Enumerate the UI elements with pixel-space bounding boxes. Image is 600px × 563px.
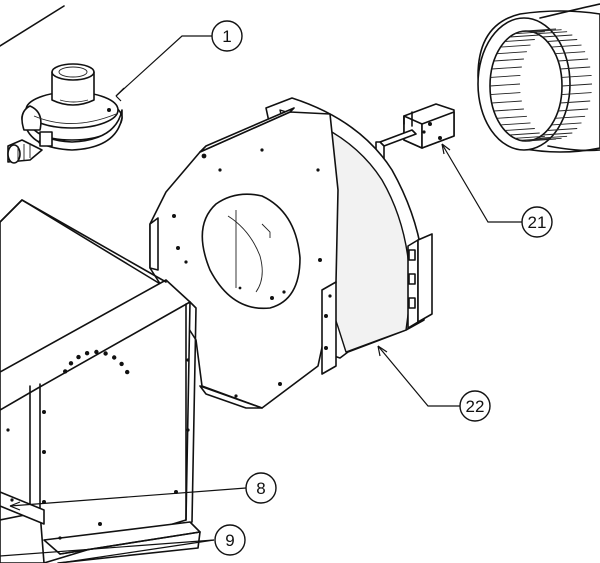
- cabinet-hole-pattern: [62, 349, 130, 375]
- leader-21-arrow: [441, 143, 451, 155]
- blower-vane: [558, 108, 589, 112]
- blower-vane: [547, 39, 578, 42]
- leader-9-lower: [59, 539, 215, 563]
- gas-valve: [7, 63, 123, 164]
- callout-8: 8: [245, 472, 277, 504]
- blower-vane: [514, 31, 545, 35]
- blower-vane: [561, 83, 593, 87]
- blower-vane: [547, 128, 578, 131]
- blower-vane: [493, 108, 524, 112]
- blower-vane: [514, 135, 545, 139]
- blower-vane: [551, 122, 582, 126]
- callout-21-label: 21: [528, 213, 547, 232]
- mounting-bracket: [375, 103, 455, 163]
- blower-vane: [509, 132, 540, 136]
- blower-vane: [525, 138, 557, 142]
- blower-housing: [149, 97, 433, 409]
- cabinet-hole: [125, 369, 130, 375]
- blower-vane: [537, 31, 568, 35]
- cabinet-panel: [0, 199, 201, 563]
- callout-8-label: 8: [256, 479, 265, 498]
- cabinet-hole: [94, 349, 99, 355]
- leader-9-upper: [0, 539, 215, 557]
- cabinet-hole: [84, 351, 90, 356]
- callout-1-label: 1: [222, 27, 231, 46]
- callout-1: 1: [211, 20, 243, 52]
- blower-vane: [560, 66, 591, 70]
- blower-vane: [509, 34, 540, 38]
- blower-vane: [525, 28, 557, 32]
- cabinet-hole: [119, 361, 124, 367]
- frame-edge-line: [0, 5, 65, 47]
- cabinet-hole: [76, 354, 81, 360]
- leader-8-arrow: [9, 501, 21, 511]
- blower-vane: [542, 132, 573, 136]
- blower-vane: [531, 29, 562, 33]
- blower-vane: [504, 39, 535, 42]
- blower-vane: [500, 44, 531, 48]
- leader-21: [441, 143, 522, 223]
- blower-vane: [561, 92, 592, 96]
- blower-vane: [491, 66, 522, 70]
- leader-22: [377, 345, 460, 407]
- cabinet-hole: [103, 351, 108, 356]
- blower-vane: [561, 74, 592, 78]
- blower-vane: [560, 100, 591, 104]
- leader-1-arrow: [115, 87, 125, 102]
- blower-vane: [491, 100, 522, 104]
- callout-9: 9: [214, 524, 246, 556]
- blower-vane: [520, 137, 551, 141]
- callout-22-label: 22: [466, 397, 485, 416]
- blower-wheel-vanes: [489, 28, 593, 142]
- callout-22: 22: [459, 390, 491, 422]
- blower-vane: [489, 83, 521, 87]
- blower-vane: [496, 115, 527, 119]
- cabinet-hole: [62, 369, 68, 374]
- blower-vane: [490, 92, 521, 96]
- blower-vane: [537, 135, 568, 139]
- blower-vane: [504, 128, 535, 131]
- callout-21: 21: [521, 206, 553, 238]
- blower-vane: [558, 58, 589, 62]
- callout-9-label: 9: [225, 531, 234, 550]
- blower-vane: [500, 122, 531, 126]
- leader-22-arrow: [377, 345, 388, 357]
- blower-vane: [555, 51, 586, 55]
- blower-vane: [496, 51, 527, 55]
- blower-vane: [542, 34, 573, 38]
- blower-vane: [493, 58, 524, 62]
- blower-vane: [551, 44, 582, 48]
- cabinet-hole: [112, 355, 117, 360]
- blower-vane: [490, 74, 521, 78]
- cabinet-hole: [68, 361, 74, 366]
- leader-1: [115, 35, 212, 97]
- leader-8: [9, 487, 247, 507]
- blower-vane: [555, 115, 586, 119]
- blower-wheel: [477, 3, 600, 153]
